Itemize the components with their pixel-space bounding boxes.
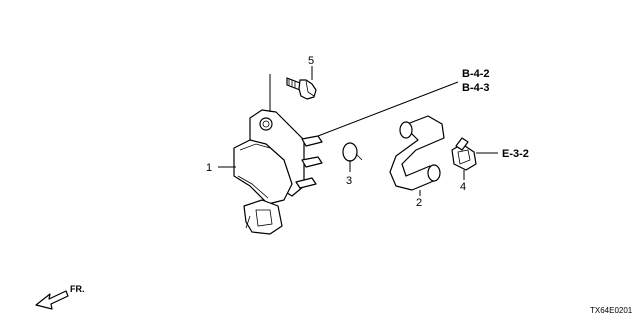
reference-label-b-4-2: B-4-2 — [462, 68, 490, 80]
reference-label-e-3-2: E-3-2 — [502, 148, 529, 160]
solenoid-valve-part — [233, 109, 323, 235]
hose-clamp-part — [451, 137, 477, 171]
front-arrow-icon — [35, 290, 69, 310]
direction-label: FR. — [70, 284, 85, 294]
clip-part — [342, 142, 363, 162]
part-label-3: 3 — [346, 175, 352, 187]
part-label-1: 1 — [206, 162, 212, 174]
bolt-part — [286, 77, 317, 100]
part-label-5: 5 — [308, 55, 314, 67]
hose-part — [389, 115, 445, 191]
part-label-2: 2 — [416, 197, 422, 209]
part-label-4: 4 — [460, 181, 466, 193]
leader-ref-b-4 — [317, 81, 459, 137]
reference-label-b-4-3: B-4-3 — [462, 82, 490, 94]
diagram-code: TX64E0201 — [590, 306, 633, 315]
